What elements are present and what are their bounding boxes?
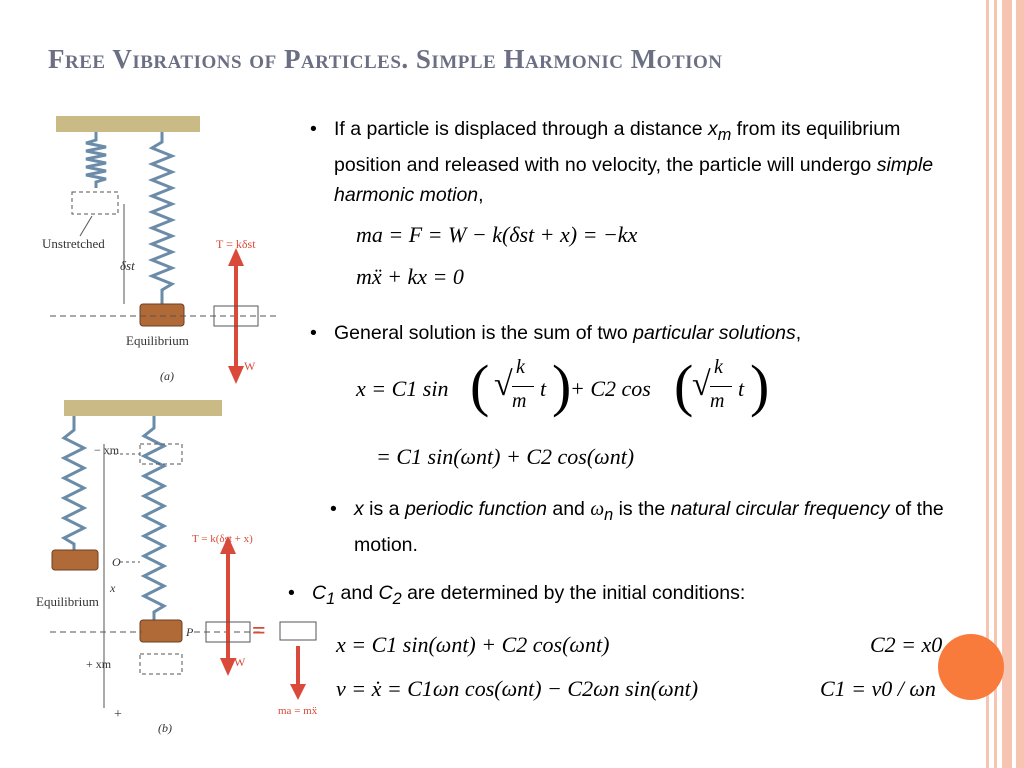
initial-condition-c2: C2 = x0 xyxy=(870,632,943,657)
fbd-block-b xyxy=(205,621,251,643)
equals-sign: = xyxy=(252,618,266,644)
weight-b-label: W xyxy=(234,655,246,669)
plus-label: + xyxy=(114,707,122,722)
x-label: x xyxy=(109,581,116,595)
spring-mass-figure: Unstretched δst Equilibrium (a) T = kδst… xyxy=(36,116,318,735)
equation-2: mẍ + kx = 0 xyxy=(356,264,464,289)
equation-3: x = C1 sin ( √ k m t ) + C2 cos ( √ k m … xyxy=(356,353,770,418)
equation-4: = C1 sin(ωnt) + C2 cos(ωnt) xyxy=(376,444,635,469)
point-p-label: P xyxy=(185,625,194,639)
tension-b-label: T = k(δst + x) xyxy=(192,533,253,545)
unstretched-label: Unstretched xyxy=(42,236,105,251)
ceiling-a xyxy=(56,116,200,132)
mass-block-b-left xyxy=(51,549,99,571)
fbd-block-c xyxy=(279,621,317,641)
delta-st-label: δst xyxy=(120,258,135,273)
equation-1: ma = F = W − k(δst + x) = −kx xyxy=(356,222,638,247)
slide-title: Free Vibrations of Particles. Simple Har… xyxy=(48,44,723,74)
decorative-stripes xyxy=(986,0,1024,768)
equation-6: v = ẋ = C1ωn cos(ωnt) − C2ωn sin(ωnt) xyxy=(336,676,699,701)
neg-xm-label: − xm xyxy=(94,443,120,457)
ceiling-b xyxy=(64,400,222,416)
caption-a: (a) xyxy=(160,369,174,383)
origin-label: O xyxy=(112,555,121,569)
pos-xm-label: + xm xyxy=(86,657,112,671)
weight-a-label: W xyxy=(244,359,256,373)
bullet-2: • General solution is the sum of two par… xyxy=(310,322,802,344)
fbd-block-a xyxy=(213,305,259,327)
equilibrium-b-label: Equilibrium xyxy=(36,594,99,609)
bullet-1: • If a particle is displaced through a d… xyxy=(310,118,934,206)
unstretched-block xyxy=(71,191,119,215)
mass-block-a xyxy=(139,303,185,327)
mass-block-b xyxy=(139,619,183,643)
bullet-4: • C1 and C2 are determined by the initia… xyxy=(288,582,746,608)
caption-b: (b) xyxy=(158,721,172,735)
equation-5: x = C1 sin(ωnt) + C2 cos(ωnt) xyxy=(336,632,610,657)
ma-label: ma = mẍ xyxy=(278,705,318,717)
decorative-orange-dot xyxy=(938,634,1004,700)
tension-a-label: T = kδst xyxy=(216,237,256,251)
equilibrium-a-label: Equilibrium xyxy=(126,333,189,348)
bullet-3: • x is a periodic function and ωn is the… xyxy=(330,498,944,556)
initial-condition-c1: C1 = v0 / ωn xyxy=(820,676,936,701)
